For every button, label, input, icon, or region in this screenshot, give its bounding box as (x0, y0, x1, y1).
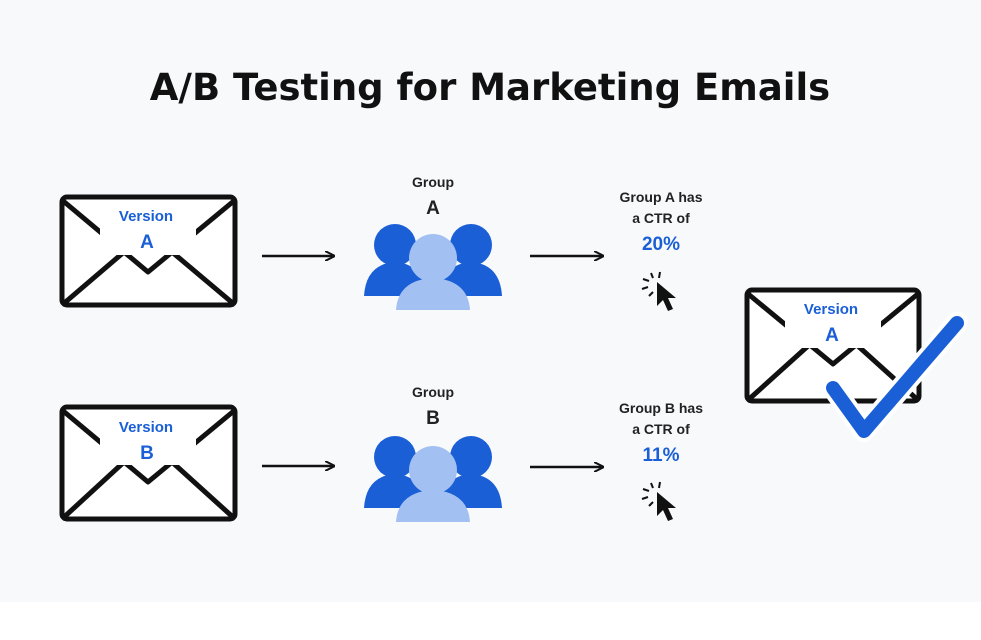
ctr-value: 20% (642, 234, 680, 255)
group-label: Group (412, 384, 454, 400)
envelope-version-word: Version (119, 419, 173, 436)
cursor-click-icon (641, 481, 676, 521)
checkmark-icon (822, 312, 968, 442)
group-letter: A (426, 198, 440, 219)
winner-version-word: Version (804, 301, 858, 318)
envelope-version-letter: A (140, 232, 154, 253)
people-group-icon (364, 224, 502, 310)
diagram-canvas: A/B Testing for Marketing Emails Version… (59, 66, 968, 522)
ctr-value: 11% (643, 445, 680, 466)
envelope-icon (59, 194, 238, 308)
ctr-line1: Group A has (620, 189, 703, 205)
envelope-icon (59, 404, 238, 522)
envelope-version-word: Version (119, 208, 173, 225)
group-label: Group (412, 174, 454, 190)
page-title: A/B Testing for Marketing Emails (150, 66, 830, 109)
group-letter: B (426, 408, 440, 429)
winner-version-letter: A (825, 325, 839, 346)
envelope-icon (744, 287, 922, 404)
ab-testing-diagram: A/B Testing for Marketing Emails Version… (59, 66, 968, 522)
envelope-version-letter: B (140, 443, 154, 464)
ctr-line1: Group B has (619, 400, 703, 416)
ctr-line2: a CTR of (632, 421, 690, 437)
ctr-line2: a CTR of (632, 210, 690, 226)
cursor-click-icon (641, 271, 676, 311)
people-group-icon (364, 436, 502, 522)
